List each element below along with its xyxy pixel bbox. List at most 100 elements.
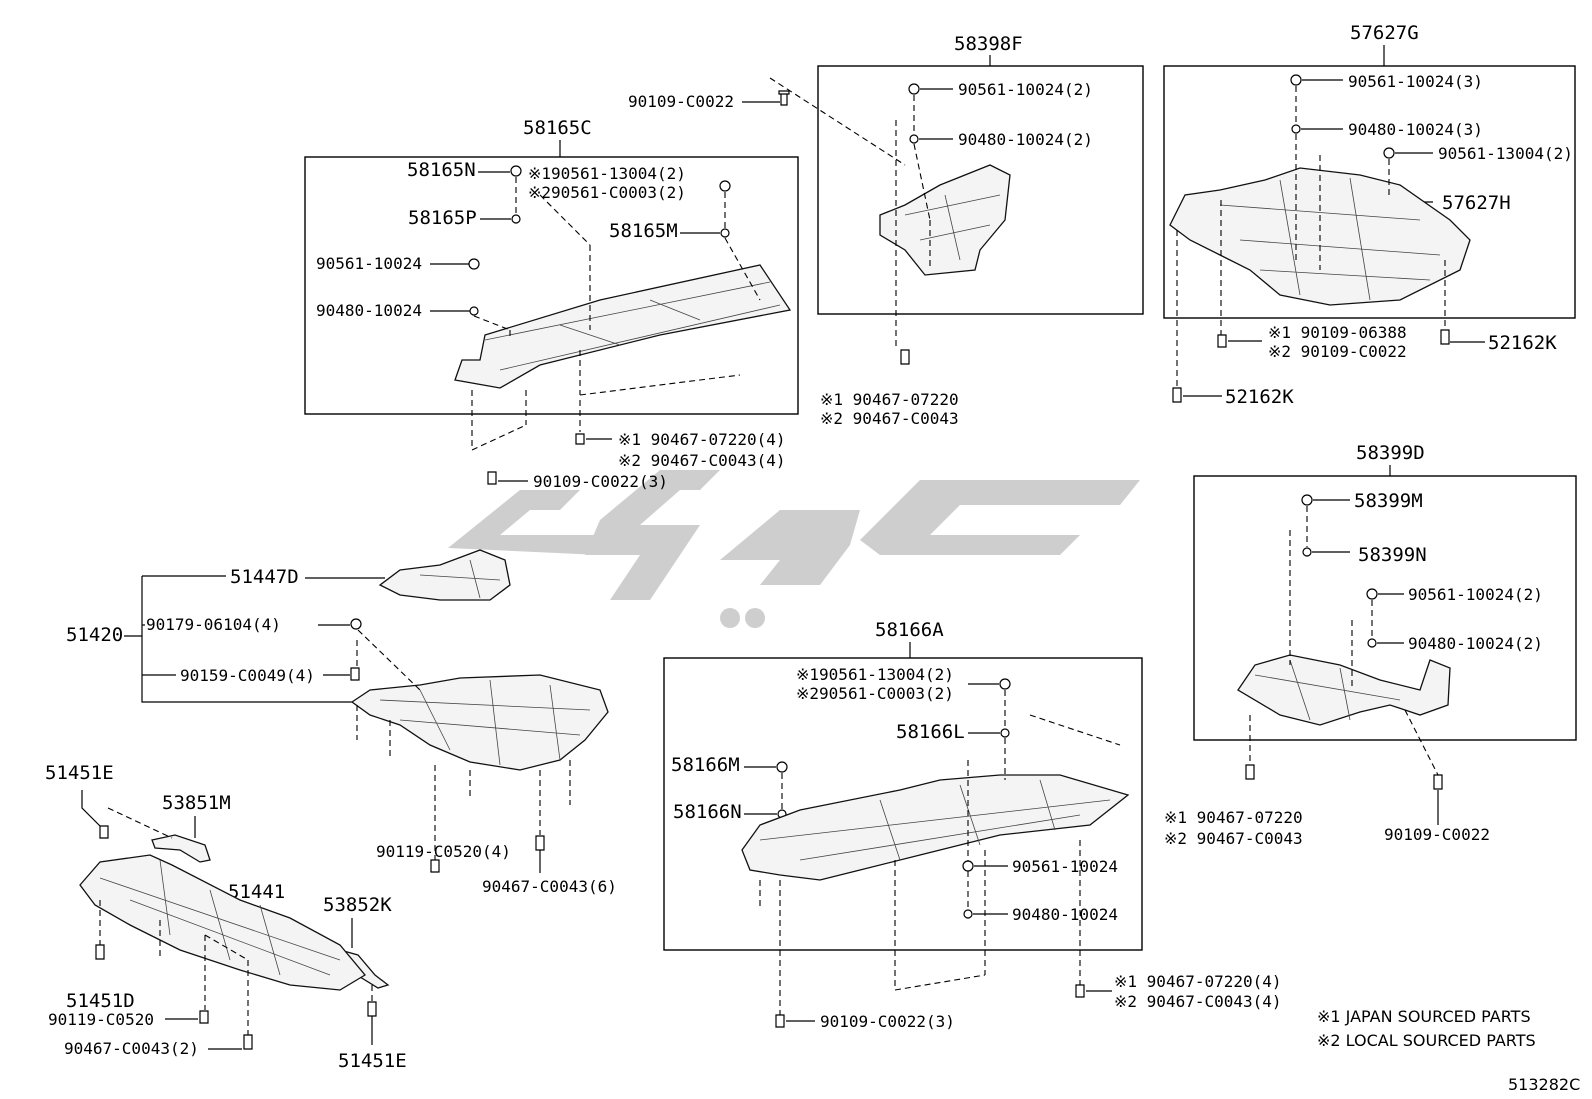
- label-90467-c0043-6: 90467-C0043(6): [482, 877, 617, 896]
- bolt-icon: [535, 835, 545, 851]
- label-90109-c0022-3: 90109-C0022(3): [820, 1012, 955, 1031]
- label-90109-c0022-top: 90109-C0022: [628, 92, 734, 111]
- bolt-icon: [1217, 334, 1227, 348]
- label-90159-c0049-4: 90159-C0049(4): [180, 666, 315, 685]
- note-japan-sourced: ※1 JAPAN SOURCED PARTS: [1317, 1007, 1531, 1026]
- group-frame: [1193, 475, 1577, 741]
- label-jp-90467-07220: ※1 90467-07220: [1164, 808, 1303, 827]
- clip-icon: [909, 134, 919, 144]
- group-title: 58398F: [954, 33, 1023, 55]
- label-90119-c0520: 90119-C0520: [48, 1010, 154, 1029]
- label-51441: 51441: [228, 881, 285, 903]
- label-jp-90467-07220-4: ※1 90467-07220(4): [1114, 972, 1282, 991]
- label-90561-10024-2: 90561-10024(2): [1408, 585, 1543, 604]
- group-frame: [304, 156, 799, 415]
- group-51420-below: 90119-C0520(4) 90467-C0043(6): [376, 835, 617, 896]
- label-jp-90467-07220-4: ※1 90467-07220(4): [618, 430, 786, 449]
- bolt-icon: [1245, 764, 1255, 780]
- label-90109-c0022-3: 90109-C0022(3): [533, 472, 668, 491]
- group-frame: [817, 65, 1144, 315]
- group-title: 58166A: [875, 619, 944, 641]
- cover-51447d: [378, 549, 511, 601]
- group-title: 58399D: [1356, 442, 1425, 464]
- note-local-sourced: ※2 LOCAL SOURCED PARTS: [1317, 1031, 1536, 1050]
- clip-icon: [511, 214, 521, 224]
- bolt-icon: [775, 1014, 785, 1028]
- label-58165n: 58165N: [407, 159, 476, 181]
- bolt-icon: [99, 825, 109, 839]
- bolt-icon: [1075, 984, 1085, 998]
- label-58166l: 58166L: [896, 721, 965, 743]
- clip-icon: [1383, 147, 1395, 159]
- clip-icon: [1301, 494, 1313, 506]
- clip-icon: [1290, 74, 1302, 86]
- label-local-90561-c0003-2: ※290561-C0003(2): [796, 684, 954, 703]
- group-58166a: 58166A ※190561-13004(2) ※290561-C0003(2)…: [663, 619, 1143, 1015]
- label-51451e-bottom: 51451E: [338, 1050, 407, 1072]
- label-58399n: 58399N: [1358, 544, 1427, 566]
- clip-icon: [776, 761, 788, 773]
- bolt-icon: [900, 349, 910, 365]
- label-90561-10024: 90561-10024: [1012, 857, 1118, 876]
- label-90480-10024-2: 90480-10024(2): [958, 130, 1093, 149]
- label-90561-10024: 90561-10024: [316, 254, 422, 273]
- group-title: 51420: [66, 624, 123, 646]
- label-52162k-right: 52162K: [1488, 332, 1557, 354]
- label-90467-c0043-2: 90467-C0043(2): [64, 1039, 199, 1058]
- label-jp-90109-06388: ※1 90109-06388: [1268, 323, 1407, 342]
- clip-icon: [999, 678, 1011, 690]
- label-53851m: 53851M: [162, 792, 231, 814]
- clip-icon: [469, 306, 479, 316]
- label-jp-90561-13004: ※190561-13004(2): [528, 164, 686, 183]
- bolt-icon: [199, 1010, 209, 1024]
- label-jp-90561-13004-2: ※190561-13004(2): [796, 665, 954, 684]
- clip-icon: [510, 165, 522, 177]
- clip-icon: [719, 180, 731, 192]
- label-90480-10024-3: 90480-10024(3): [1348, 120, 1483, 139]
- group-title: 57627G: [1350, 22, 1419, 44]
- watermark-logo: [448, 470, 1140, 628]
- label-local-90467-c0043: ※2 90467-C0043: [1164, 829, 1303, 848]
- group-58399d: 58399D 58399M 58399N 90561-10024(2) 9048…: [1193, 442, 1577, 776]
- label-90480-10024: 90480-10024: [1012, 905, 1118, 924]
- label-90109-c0022: 90109-C0022: [1384, 825, 1490, 844]
- label-jp-90467-07220: ※1 90467-07220: [820, 390, 959, 409]
- label-90561-10024-3: 90561-10024(3): [1348, 72, 1483, 91]
- label-58399m: 58399M: [1354, 490, 1423, 512]
- label-58165m: 58165M: [609, 220, 678, 242]
- bolt-icon: [367, 1001, 377, 1017]
- clip-icon: [350, 618, 362, 630]
- label-51451e-top: 51451E: [45, 762, 114, 784]
- group-58165c: 58165C 58165N ※190561-13004(2) ※290561-C…: [304, 117, 799, 415]
- label-58165p: 58165P: [408, 207, 477, 229]
- undercover-58165c: [454, 264, 792, 389]
- bolt-icon: [778, 90, 790, 106]
- clip-icon: [468, 258, 480, 270]
- clip-icon: [908, 83, 920, 95]
- label-local-90561-c0003: ※290561-C0003(2): [528, 183, 686, 202]
- group-frame: [1163, 65, 1576, 319]
- diagram-id: 513282C: [1508, 1075, 1580, 1094]
- bracket-53851m: [151, 834, 211, 863]
- label-90480-10024-2: 90480-10024(2): [1408, 634, 1543, 653]
- group-58398f: 58398F 90561-10024(2) 90480-10024(2): [817, 33, 1144, 350]
- group-57627g: 57627G 90561-10024(3) 90480-10024(3) 905…: [1163, 22, 1576, 388]
- clip-icon: [1291, 124, 1301, 134]
- bolt-icon: [575, 433, 585, 445]
- label-58166n: 58166N: [673, 801, 742, 823]
- group-51441: 51451E 53851M 51441 53852K 51451D 90119-…: [45, 762, 407, 1072]
- group-frame: [663, 657, 1143, 951]
- label-90561-10024-2: 90561-10024(2): [958, 80, 1093, 99]
- undercover-51441: [79, 854, 366, 991]
- clip-icon: [1367, 638, 1377, 648]
- label-local-90467-c0043: ※2 90467-C0043: [820, 409, 959, 428]
- group-58165c-below: ※1 90467-07220(4) ※2 90467-C0043(4) 9010…: [471, 390, 786, 491]
- group-58398f-below: ※1 90467-07220 ※2 90467-C0043: [820, 349, 959, 428]
- bolt-icon: [243, 1034, 253, 1050]
- group-51420: 51420 51447D 90179-06104(4) 90159-C0049(…: [66, 549, 609, 860]
- bolt-icon: [430, 859, 440, 873]
- bolt-icon: [350, 667, 360, 681]
- bolt-icon: [1433, 774, 1443, 790]
- label-90480-10024: 90480-10024: [316, 301, 422, 320]
